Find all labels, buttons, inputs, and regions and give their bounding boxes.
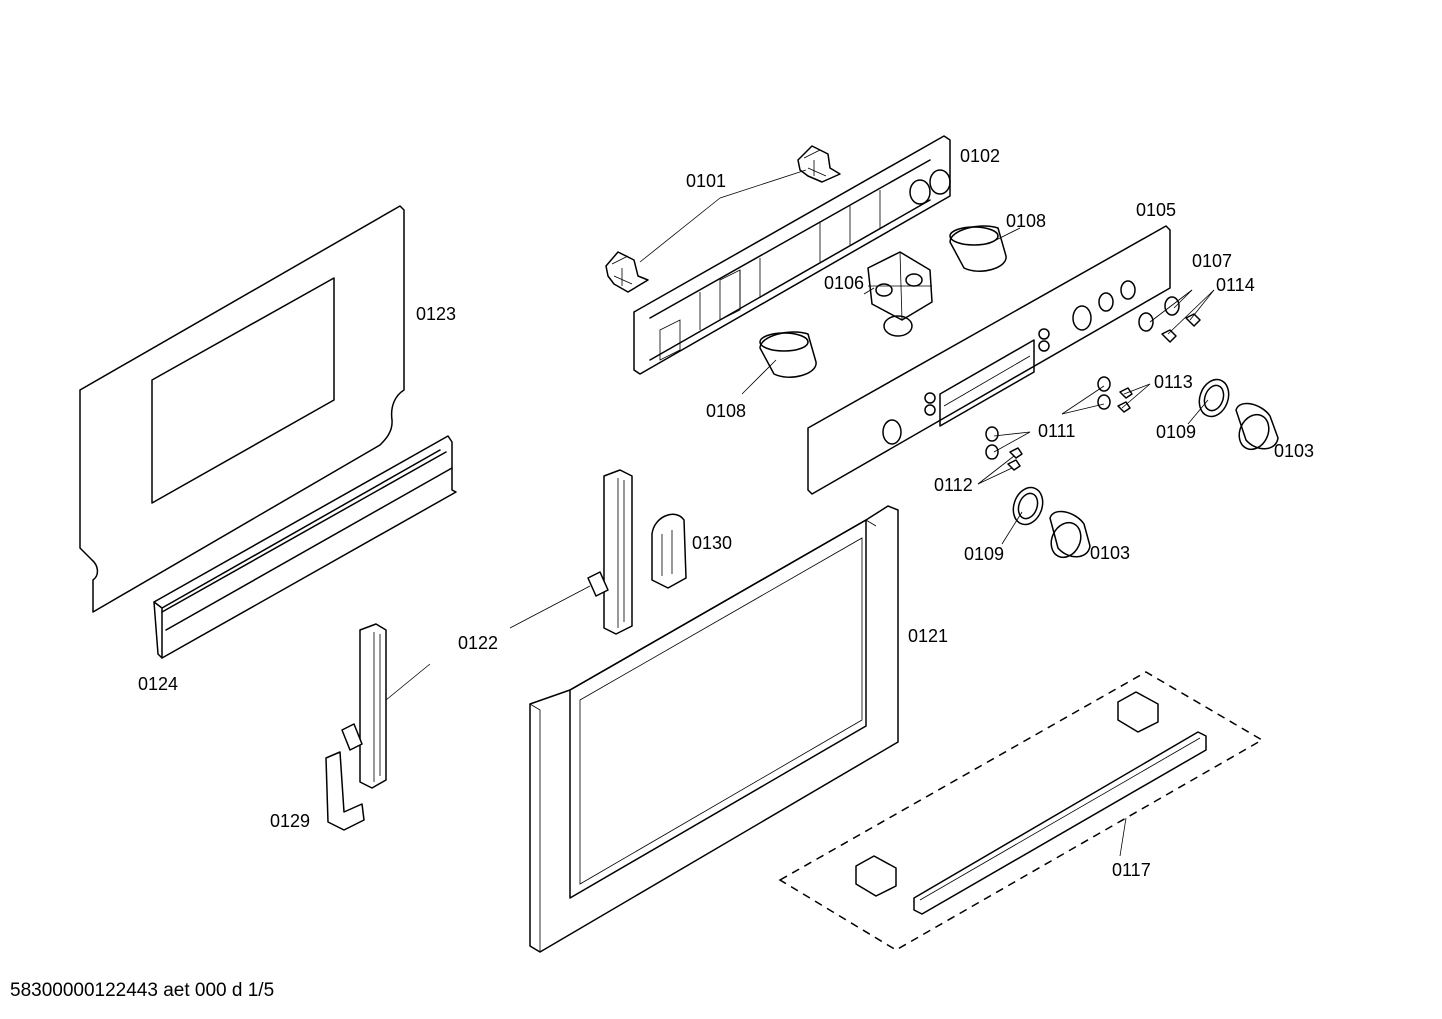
drawing-reference-number: 58300000122443 aet 000 d 1/5 [10,980,275,1001]
part-0130-hinge-bracket [651,513,687,589]
part-0106-switch-block [867,251,933,337]
part-0109-ring-lower [1012,486,1044,526]
part-0103-knob-lower [1049,510,1091,559]
part-0124-bottom-profile [153,435,457,659]
label-0113: 0113 [1154,372,1193,392]
label-0111: 0111 [1038,421,1075,441]
part-0105-fascia-panel [807,225,1171,495]
part-0108-pot-lower [759,331,817,378]
label-0121: 0121 [908,626,948,646]
label-0109-lower: 0109 [964,544,1004,564]
part-0101-bracket-top [797,145,841,183]
label-0103-lower: 0103 [1090,543,1130,563]
part-0111-rings [985,376,1111,460]
label-0103-upper: 0103 [1274,441,1314,461]
label-0112: 0112 [934,475,973,495]
label-0109-upper: 0109 [1156,422,1196,442]
label-0108-upper: 0108 [1006,211,1046,231]
label-0108-lower: 0108 [706,401,746,421]
label-0122: 0122 [458,633,498,653]
part-0114-screws [1161,313,1201,343]
part-0122-hinge-left [341,623,387,789]
part-0123-door-glass [79,205,405,613]
label-0129: 0129 [270,811,310,831]
label-0105: 0105 [1136,200,1176,220]
label-0102: 0102 [960,146,1000,166]
part-0117-handle-kit [778,671,1264,951]
part-0129-hinge-bracket [325,751,365,831]
part-0103-knob-upper [1235,402,1279,451]
label-0124: 0124 [138,674,178,694]
leader-lines [385,169,1215,857]
part-0101-bracket-bottom [605,251,649,293]
label-0123: 0123 [416,304,456,324]
part-0108-pot-upper [949,225,1007,272]
part-0122-hinge-right [587,469,633,635]
label-0101: 0101 [686,171,726,191]
part-0102-control-frame [633,135,951,375]
label-0130: 0130 [692,533,732,553]
part-0121-door-frame [529,505,899,953]
label-0107: 0107 [1192,251,1232,271]
label-0114: 0114 [1216,275,1255,295]
part-labels: 0101 0102 0108 0105 0107 0106 0114 0123 … [138,146,1314,880]
part-0109-ring-upper [1198,378,1230,418]
label-0117: 0117 [1112,860,1151,880]
part-0107-rings [1138,296,1180,332]
label-0106: 0106 [824,273,864,293]
